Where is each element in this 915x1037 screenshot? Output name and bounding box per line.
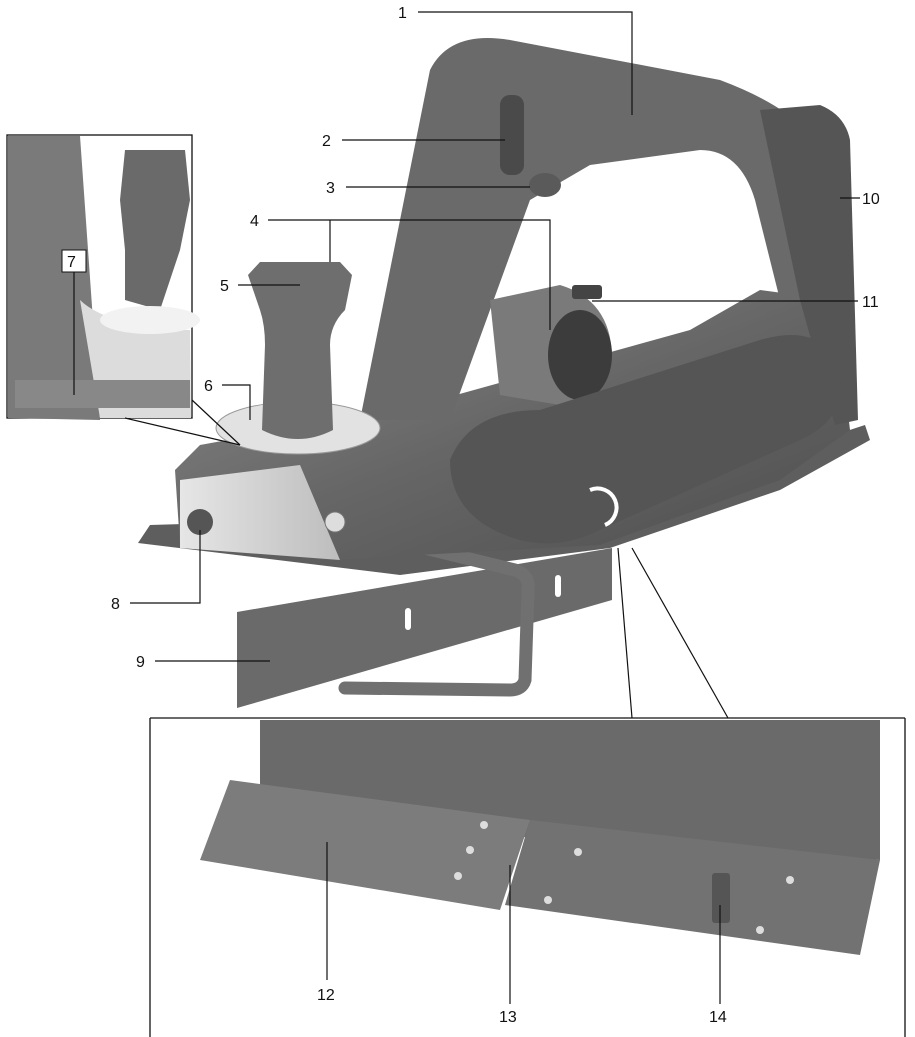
callout-10: 10 <box>862 191 880 208</box>
belt-cover <box>450 335 841 544</box>
callout-5: 5 <box>220 278 229 295</box>
lock-button <box>572 285 602 299</box>
front-housing-light <box>180 465 340 560</box>
screw <box>480 821 488 829</box>
inset-7-ring <box>100 306 200 334</box>
callout-9: 9 <box>136 654 145 671</box>
callout-1: 1 <box>398 5 407 22</box>
inset-7-connector <box>124 417 241 446</box>
screw <box>454 872 462 880</box>
inset-detail-7 <box>6 134 241 446</box>
handle-inner-cutout <box>520 180 760 310</box>
callout-11: 11 <box>862 294 879 311</box>
leader-lines <box>130 11 860 1004</box>
depth-knob <box>248 262 352 439</box>
screw <box>786 876 794 884</box>
screw <box>756 926 764 934</box>
bottom-inset-slot <box>712 873 730 923</box>
callout-12: 12 <box>317 987 335 1004</box>
leader-1 <box>418 11 633 115</box>
callout-2: 2 <box>322 133 331 150</box>
inset-7-connector <box>191 399 241 446</box>
bottom-inset-connector <box>617 547 633 719</box>
callout-8: 8 <box>111 596 120 613</box>
battery <box>760 105 858 425</box>
handle <box>360 38 840 420</box>
inset-7-knob <box>120 150 190 310</box>
planer-main-illustration <box>138 38 870 708</box>
fence-rod <box>323 518 535 697</box>
screw <box>466 846 474 854</box>
callout-7: 7 <box>67 254 76 271</box>
belt-arc <box>589 486 619 527</box>
trigger <box>529 173 561 197</box>
bottom-inset-connector <box>631 547 729 719</box>
bottom-inset-sole-front <box>200 780 530 910</box>
chip-ejector-opening <box>548 310 612 400</box>
fence-slot <box>405 608 411 630</box>
bottom-inset-sole-rear <box>505 820 880 955</box>
callout-4: 4 <box>250 213 259 230</box>
on-off-switch <box>500 95 524 175</box>
callout-14: 14 <box>709 1009 727 1026</box>
leader-6 <box>222 384 251 420</box>
inset-detail-bottom <box>149 547 906 1037</box>
leader-8 <box>130 530 201 604</box>
inset-7-body <box>8 136 100 420</box>
fence-slot <box>555 575 561 597</box>
callout-13: 13 <box>499 1009 517 1026</box>
parallel-fence <box>237 548 612 708</box>
fence-knob <box>187 509 213 535</box>
callout-numbers: 1 2 3 4 5 6 7 8 9 10 11 12 13 14 <box>67 5 880 1026</box>
rod-end <box>324 511 346 533</box>
screw <box>544 896 552 904</box>
leader-4 <box>268 219 551 330</box>
callout-6: 6 <box>204 378 213 395</box>
callout-3: 3 <box>326 180 335 197</box>
screw <box>574 848 582 856</box>
inset-7-rail <box>15 380 190 408</box>
